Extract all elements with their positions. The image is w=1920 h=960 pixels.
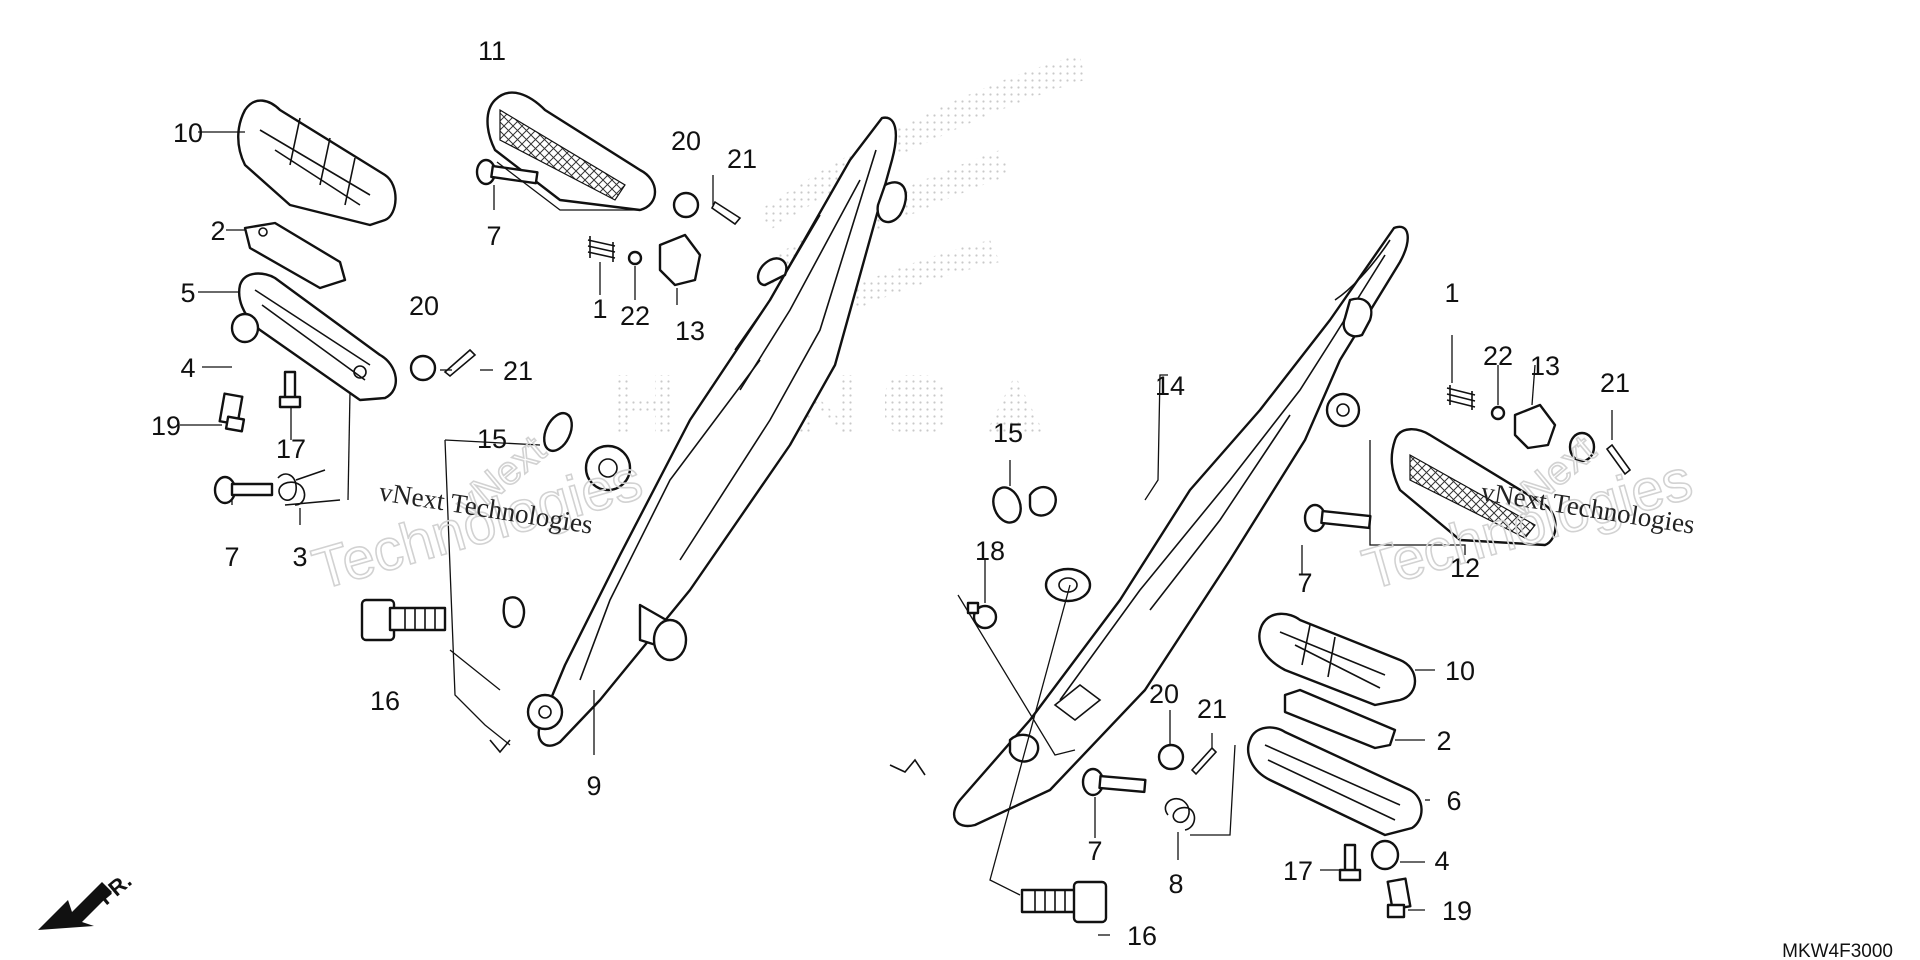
callout-21: 21 bbox=[727, 144, 757, 174]
step-bar-left bbox=[238, 272, 398, 402]
callout-19: 19 bbox=[151, 411, 181, 441]
ball-22-b bbox=[1490, 405, 1506, 421]
callout-20: 20 bbox=[1149, 679, 1179, 709]
callout-21: 21 bbox=[503, 356, 533, 386]
front-arrow-icon bbox=[38, 882, 112, 930]
pin-7-lower bbox=[1081, 767, 1147, 797]
ball-22-a bbox=[627, 250, 643, 266]
callout-11: 11 bbox=[478, 36, 506, 66]
callout-7: 7 bbox=[486, 221, 501, 251]
washer-20-c bbox=[1157, 743, 1185, 771]
brand-lettering bbox=[615, 375, 1045, 435]
callout-18: 18 bbox=[975, 536, 1005, 566]
bolt-17-right bbox=[1338, 843, 1362, 882]
callout-9: 9 bbox=[586, 771, 601, 801]
collar-right bbox=[1370, 839, 1400, 871]
leader-lines bbox=[180, 131, 1613, 936]
footrest-rubber-left bbox=[237, 99, 397, 227]
callout-20: 20 bbox=[671, 126, 701, 156]
spring-1-b bbox=[1446, 385, 1476, 410]
callout-13: 13 bbox=[675, 316, 705, 346]
collar-left bbox=[230, 312, 260, 344]
callout-20: 20 bbox=[409, 291, 439, 321]
plate-13-a bbox=[658, 233, 702, 287]
plate-right bbox=[1283, 688, 1397, 750]
spring-left bbox=[277, 469, 341, 506]
callout-22: 22 bbox=[1483, 341, 1513, 371]
callout-7: 7 bbox=[1087, 836, 1102, 866]
plate-left bbox=[243, 221, 347, 290]
plate-13-b bbox=[1513, 403, 1557, 450]
washer-20-b bbox=[409, 354, 437, 382]
callout-3: 3 bbox=[292, 542, 307, 572]
cotter-pin-21-a bbox=[710, 200, 742, 226]
callout-21: 21 bbox=[1600, 368, 1630, 398]
callout-labels: 11 10 2 5 4 19 17 7 3 7 20 21 1 22 13 20… bbox=[151, 36, 1630, 951]
washer-20-a bbox=[672, 191, 700, 219]
callout-19: 19 bbox=[1442, 896, 1472, 926]
bolt-19-right bbox=[1386, 877, 1412, 919]
pin-7-right bbox=[1303, 503, 1372, 533]
step-bar-right bbox=[1247, 726, 1423, 837]
callout-10: 10 bbox=[173, 118, 203, 148]
right-step-bracket bbox=[889, 225, 1409, 828]
callout-17: 17 bbox=[1283, 856, 1313, 886]
callout-4: 4 bbox=[1434, 846, 1449, 876]
callout-15: 15 bbox=[477, 424, 507, 454]
washer-15-a bbox=[543, 411, 573, 453]
footrest-rubber-upper bbox=[486, 91, 657, 212]
diagram-code: MKW4F3000 bbox=[1782, 941, 1893, 960]
front-direction-indicator: FR. bbox=[38, 868, 136, 930]
cotter-pin-21-d bbox=[1605, 443, 1632, 476]
bolt-19-left bbox=[218, 392, 246, 433]
footrest-rubber-right bbox=[1390, 428, 1557, 547]
bolt-17-left bbox=[278, 370, 302, 409]
callout-13: 13 bbox=[1530, 351, 1560, 381]
callout-5: 5 bbox=[180, 278, 195, 308]
washer-20-d bbox=[1568, 431, 1596, 463]
callout-22: 22 bbox=[620, 301, 650, 331]
cotter-pin-21-b bbox=[443, 348, 477, 378]
callout-6: 6 bbox=[1446, 786, 1461, 816]
spring-right bbox=[1164, 797, 1196, 831]
spring-1-a bbox=[587, 236, 616, 262]
callout-7: 7 bbox=[1297, 568, 1312, 598]
callout-15: 15 bbox=[993, 418, 1023, 448]
bolt-16-left bbox=[360, 598, 447, 642]
callout-16: 16 bbox=[1127, 921, 1157, 951]
clip-18 bbox=[966, 601, 998, 630]
bolt-16-right bbox=[1020, 880, 1108, 924]
left-step-bracket bbox=[489, 116, 908, 754]
cotter-pin-21-c bbox=[1190, 746, 1218, 776]
callout-12: 12 bbox=[1450, 553, 1480, 583]
callout-17: 17 bbox=[276, 434, 306, 464]
callout-4: 4 bbox=[180, 353, 195, 383]
callout-1: 1 bbox=[1444, 278, 1459, 308]
callout-21: 21 bbox=[1197, 694, 1227, 724]
callout-2: 2 bbox=[1436, 726, 1451, 756]
pin-7-left bbox=[213, 475, 274, 505]
callout-7: 7 bbox=[224, 542, 239, 572]
callout-2: 2 bbox=[210, 216, 225, 246]
callout-14: 14 bbox=[1155, 371, 1185, 401]
washer-15-b bbox=[992, 486, 1022, 524]
callout-10: 10 bbox=[1445, 656, 1475, 686]
callout-8: 8 bbox=[1168, 869, 1183, 899]
callout-1: 1 bbox=[592, 294, 607, 324]
footrest-rubber-lower-right bbox=[1258, 612, 1417, 707]
callout-16: 16 bbox=[370, 686, 400, 716]
